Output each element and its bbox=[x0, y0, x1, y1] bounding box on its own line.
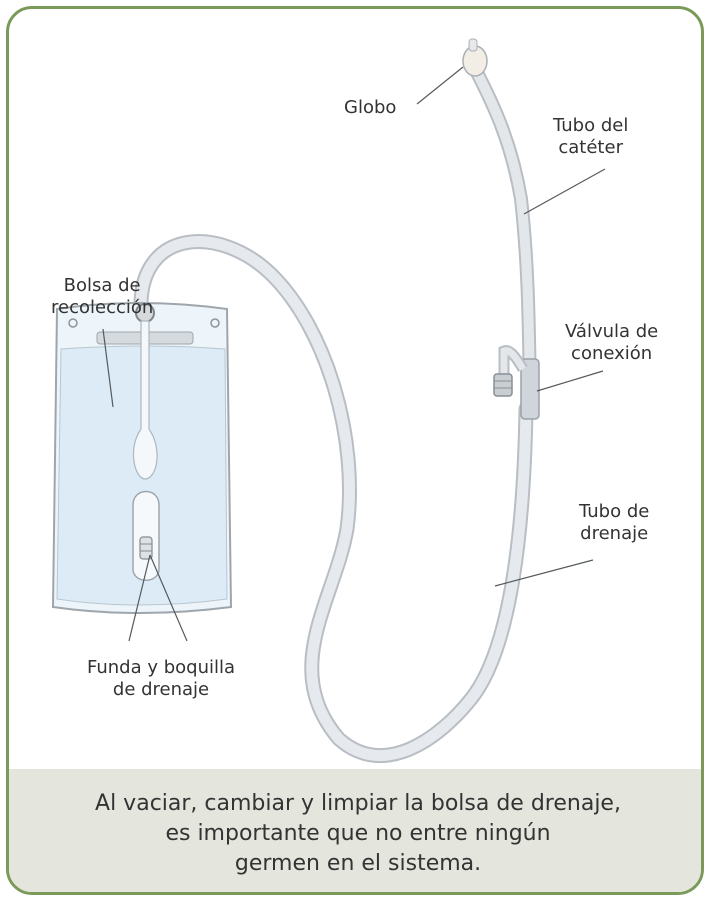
label-valvula-line2: conexión bbox=[571, 343, 653, 364]
caption-band: Al vaciar, cambiar y limpiar la bolsa de… bbox=[9, 769, 701, 892]
label-globo-text: Globo bbox=[344, 97, 397, 118]
caption-text: Al vaciar, cambiar y limpiar la bolsa de… bbox=[49, 789, 667, 879]
label-bolsa-line2: recolección bbox=[51, 297, 154, 318]
caption-line-2: es importante que no entre ningún bbox=[165, 821, 551, 846]
label-funda-line2: de drenaje bbox=[112, 679, 210, 700]
balloon bbox=[462, 38, 488, 77]
catheter-diagram bbox=[51, 38, 606, 764]
label-tubo-cateter: Tubo del catéter bbox=[553, 115, 628, 159]
label-funda-line1: Funda y boquilla bbox=[87, 657, 236, 678]
drainage-tube bbox=[133, 234, 534, 764]
label-tubo-drenaje: Tubo de drenaje bbox=[579, 501, 649, 545]
label-valvula: Válvula de conexión bbox=[565, 321, 658, 365]
label-valvula-line1: Válvula de bbox=[565, 321, 659, 342]
label-tubo-drenaje-line2: drenaje bbox=[580, 523, 649, 544]
caption-line-3: germen en el sistema. bbox=[234, 851, 482, 876]
collection-bag bbox=[51, 302, 233, 614]
label-tubo-drenaje-line1: Tubo de bbox=[579, 501, 650, 522]
label-bolsa-line1: Bolsa de bbox=[63, 275, 141, 296]
figure-frame: Globo Tubo del catéter Bolsa de recolecc… bbox=[6, 6, 704, 895]
label-bolsa: Bolsa de recolección bbox=[51, 275, 153, 319]
catheter-tube bbox=[464, 54, 537, 406]
connection-valve bbox=[493, 345, 540, 420]
caption-line-1: Al vaciar, cambiar y limpiar la bolsa de… bbox=[95, 791, 621, 816]
label-tubo-cateter-line2: catéter bbox=[558, 137, 623, 158]
label-funda: Funda y boquilla de drenaje bbox=[87, 657, 235, 701]
label-tubo-cateter-line1: Tubo del bbox=[553, 115, 629, 136]
leader-lines bbox=[102, 66, 606, 642]
label-globo: Globo bbox=[344, 97, 396, 119]
